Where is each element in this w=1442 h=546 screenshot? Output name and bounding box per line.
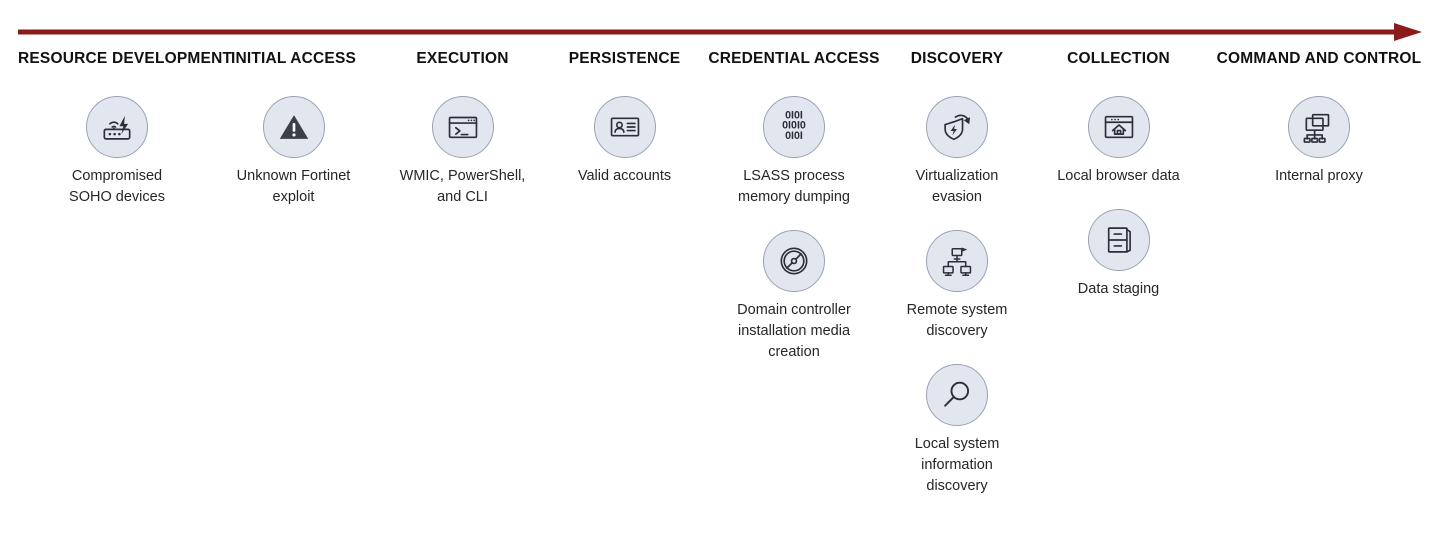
technique-label: Internal proxy [1275, 168, 1363, 184]
command-prompt-icon [431, 96, 494, 158]
stage-header-resource-development: RESOURCE DEVELOPMENT [18, 50, 233, 67]
stage-header-collection: COLLECTION [1067, 50, 1170, 67]
filing-cabinet-icon [1087, 209, 1150, 271]
technique-label: Virtualization evasion [915, 168, 999, 205]
stage-column-command-and-control: Internal proxy [1216, 96, 1422, 546]
magnifier-icon [926, 364, 988, 426]
stage-column-persistence: Valid accounts [554, 96, 695, 546]
technique-card[interactable]: Data staging [1021, 209, 1216, 300]
technique-card[interactable]: Local system information discovery [893, 364, 1021, 497]
technique-matrix: Compromised SOHO devices Unknown Fortinet… [0, 96, 1442, 546]
stage-column-initial-access: Unknown Fortinet exploit [216, 96, 371, 546]
technique-label: Compromised SOHO devices [69, 168, 165, 205]
stage-header-credential-access: CREDENTIAL ACCESS [708, 50, 880, 67]
technique-label: Valid accounts [577, 168, 672, 184]
network-topology-icon [926, 230, 988, 292]
technique-label: Unknown Fortinet exploit [236, 168, 351, 205]
technique-card[interactable]: LSASS process memory dumping [695, 96, 893, 208]
technique-label: Domain controller installation media cre… [737, 302, 851, 360]
stage-header-execution: EXECUTION [416, 50, 509, 67]
technique-label: Data staging [1077, 281, 1160, 297]
technique-label: WMIC, PowerShell, and CLI [399, 168, 526, 205]
stage-header-initial-access: INITIAL ACCESS [230, 50, 357, 67]
attack-chain-arrow [18, 23, 1422, 41]
warning-triangle-icon [262, 96, 325, 158]
technique-card[interactable]: Unknown Fortinet exploit [216, 96, 371, 208]
stage-column-resource-development: Compromised SOHO devices [18, 96, 216, 546]
technique-card[interactable]: Valid accounts [554, 96, 695, 187]
stage-column-execution: WMIC, PowerShell, and CLI [371, 96, 554, 546]
technique-card[interactable]: Internal proxy [1216, 96, 1422, 187]
technique-card[interactable]: Virtualization evasion [893, 96, 1021, 208]
browser-home-icon [1087, 96, 1150, 158]
shield-bolt-arrow-icon [926, 96, 988, 158]
stage-header-discovery: DISCOVERY [910, 50, 1004, 67]
stage-header-persistence: PERSISTENCE [568, 50, 681, 67]
technique-card[interactable]: Remote system discovery [893, 230, 1021, 342]
technique-label: Local browser data [1057, 168, 1180, 184]
id-badge-icon [593, 96, 656, 158]
technique-card[interactable]: Compromised SOHO devices [18, 96, 216, 208]
optical-disc-icon [763, 230, 825, 292]
binary-digits-icon [763, 96, 825, 158]
technique-card[interactable]: WMIC, PowerShell, and CLI [371, 96, 554, 208]
dual-monitor-network-icon [1288, 96, 1350, 158]
technique-card[interactable]: Domain controller installation media cre… [695, 230, 893, 363]
stage-header-command-and-control: COMMAND AND CONTROL [1216, 50, 1422, 67]
router-wifi-bolt-icon [86, 96, 148, 158]
technique-label: LSASS process memory dumping [737, 168, 850, 205]
technique-label: Remote system discovery [906, 302, 1008, 339]
technique-label: Local system information discovery [914, 436, 1000, 494]
technique-card[interactable]: Local browser data [1021, 96, 1216, 187]
